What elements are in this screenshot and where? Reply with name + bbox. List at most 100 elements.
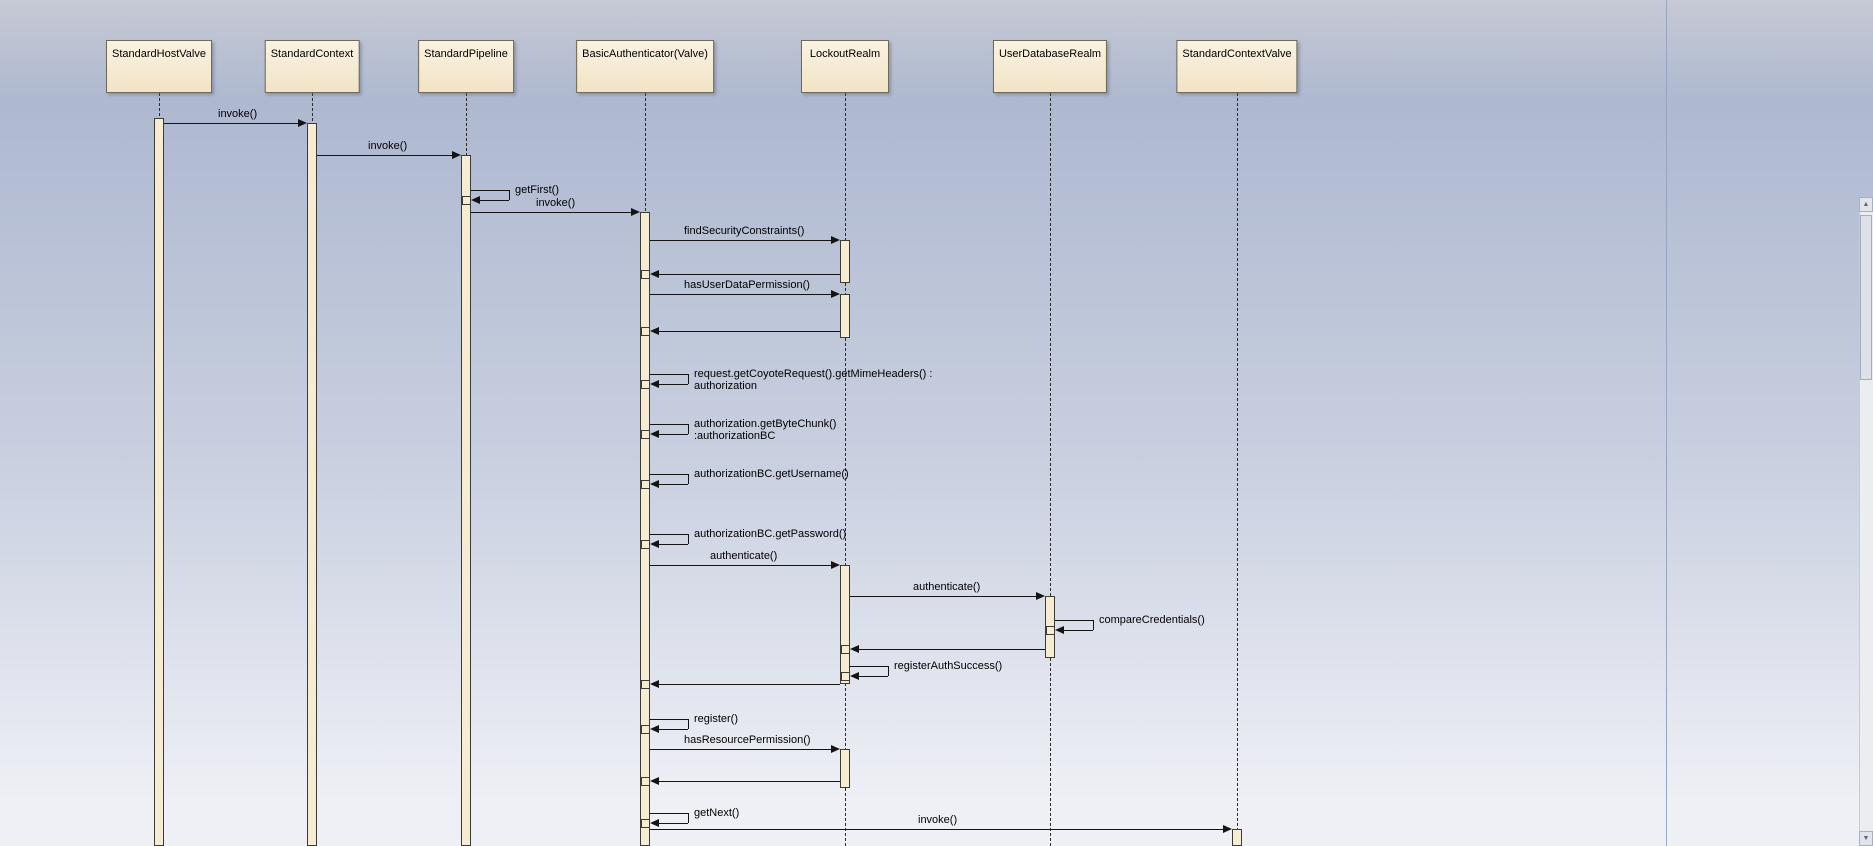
message-label-line: authorization.getByteChunk() xyxy=(694,418,837,430)
lifeline-name: StandardContextValve xyxy=(1182,48,1292,60)
activation-bar-lr xyxy=(840,749,850,788)
activation-bar-shv xyxy=(154,118,164,846)
message-line xyxy=(658,823,688,824)
message-line xyxy=(479,200,509,201)
self-call-edge xyxy=(688,719,689,729)
activation-marker xyxy=(841,645,850,654)
arrowhead-left-icon xyxy=(650,819,659,827)
message-label-line: getNext() xyxy=(694,807,740,819)
arrowhead-right-icon xyxy=(1223,825,1232,833)
activation-marker xyxy=(641,380,650,389)
message-label-line: request.getCoyoteRequest().getMimeHeader… xyxy=(694,368,933,380)
arrowhead-left-icon xyxy=(650,480,659,488)
message-label[interactable]: authenticate() xyxy=(710,550,777,562)
message-line xyxy=(650,749,832,750)
message-label-line: compareCredentials() xyxy=(1099,614,1205,626)
message-line xyxy=(850,596,1037,597)
message-label-line: invoke() xyxy=(218,108,258,120)
activation-bar-ba xyxy=(640,212,650,846)
arrowhead-left-icon xyxy=(650,725,659,733)
message-line xyxy=(650,719,688,720)
message-line xyxy=(658,331,840,332)
message-label-line: authorizationBC.getUsername() xyxy=(694,468,849,480)
message-label[interactable]: compareCredentials() xyxy=(1099,614,1205,626)
activation-bar-lr xyxy=(840,294,850,338)
message-label-line: authorizationBC.getPassword() xyxy=(694,528,847,540)
message-line xyxy=(650,374,688,375)
message-line xyxy=(658,384,688,385)
message-label[interactable]: getFirst() xyxy=(515,184,559,196)
vertical-scrollbar-thumb[interactable] xyxy=(1860,215,1872,380)
message-label[interactable]: registerAuthSuccess() xyxy=(894,660,1002,672)
activation-marker xyxy=(641,430,650,439)
message-line xyxy=(650,829,1224,830)
message-line xyxy=(650,240,832,241)
lifeline-name: StandardHostValve xyxy=(112,48,206,60)
lifeline-head-scv[interactable]: StandardContextValve xyxy=(1176,40,1298,93)
lifeline-name: LockoutRealm xyxy=(809,48,881,60)
arrowhead-right-icon xyxy=(831,236,840,244)
lifeline-head-ba[interactable]: BasicAuthenticator(Valve) xyxy=(576,40,714,93)
message-label[interactable]: authorization.getByteChunk():authorizati… xyxy=(694,418,836,442)
message-line xyxy=(658,274,840,275)
scroll-up-icon: ▲ xyxy=(1862,201,1870,208)
message-label[interactable]: hasUserDataPermission() xyxy=(684,279,810,291)
lifeline-scv xyxy=(1237,93,1238,846)
arrowhead-right-icon xyxy=(831,290,840,298)
arrowhead-left-icon xyxy=(650,380,659,388)
arrowhead-left-icon xyxy=(471,196,480,204)
lifeline-head-shv[interactable]: StandardHostValve xyxy=(106,40,212,93)
message-label-line: hasUserDataPermission() xyxy=(684,279,810,291)
message-label[interactable]: getNext() xyxy=(694,807,739,819)
arrowhead-left-icon xyxy=(650,777,659,785)
lifeline-head-sc[interactable]: StandardContext xyxy=(264,40,360,93)
message-label[interactable]: authorizationBC.getPassword() xyxy=(694,528,846,540)
message-label[interactable]: invoke() xyxy=(218,108,257,120)
message-line xyxy=(471,190,509,191)
message-line xyxy=(658,544,688,545)
lifeline-name: StandardContext xyxy=(270,48,354,60)
scroll-down-button[interactable]: ▼ xyxy=(1859,831,1873,846)
message-line xyxy=(1055,620,1093,621)
arrowhead-left-icon xyxy=(1055,626,1064,634)
message-line xyxy=(858,649,1045,650)
lifeline-head-udr[interactable]: UserDatabaseRealm xyxy=(992,40,1108,93)
activation-marker xyxy=(1046,626,1055,635)
message-line xyxy=(650,474,688,475)
activation-marker xyxy=(641,327,650,336)
scroll-up-button[interactable]: ▲ xyxy=(1859,197,1873,212)
lifeline-udr xyxy=(1050,93,1051,846)
message-label[interactable]: request.getCoyoteRequest().getMimeHeader… xyxy=(694,368,932,392)
self-call-edge xyxy=(688,534,689,544)
activation-marker xyxy=(641,819,650,828)
self-call-edge xyxy=(509,190,510,200)
message-label-line: invoke() xyxy=(536,197,576,209)
message-line xyxy=(850,666,888,667)
message-label[interactable]: register() xyxy=(694,713,738,725)
message-label[interactable]: invoke() xyxy=(536,197,575,209)
message-label[interactable]: invoke() xyxy=(368,140,407,152)
lifeline-head-sp[interactable]: StandardPipeline xyxy=(418,40,514,93)
arrowhead-left-icon xyxy=(850,645,859,653)
message-line xyxy=(471,212,632,213)
message-line xyxy=(658,781,840,782)
message-label[interactable]: findSecurityConstraints() xyxy=(684,225,804,237)
message-label[interactable]: invoke() xyxy=(918,814,957,826)
message-line xyxy=(1063,630,1093,631)
message-line xyxy=(650,565,832,566)
activation-marker xyxy=(641,480,650,489)
message-label[interactable]: hasResourcePermission() xyxy=(684,734,811,746)
lifeline-head-lr[interactable]: LockoutRealm xyxy=(801,40,889,93)
message-line xyxy=(650,813,688,814)
message-line xyxy=(658,684,840,685)
arrowhead-left-icon xyxy=(850,672,859,680)
arrowhead-left-icon xyxy=(650,270,659,278)
activation-bar-scv xyxy=(1232,829,1242,846)
arrowhead-right-icon xyxy=(452,151,461,159)
activation-marker xyxy=(641,540,650,549)
message-label[interactable]: authorizationBC.getUsername() xyxy=(694,468,849,480)
message-label-line: register() xyxy=(694,713,739,725)
activation-bar-sp xyxy=(461,155,471,846)
activation-marker xyxy=(641,270,650,279)
message-label[interactable]: authenticate() xyxy=(913,581,980,593)
